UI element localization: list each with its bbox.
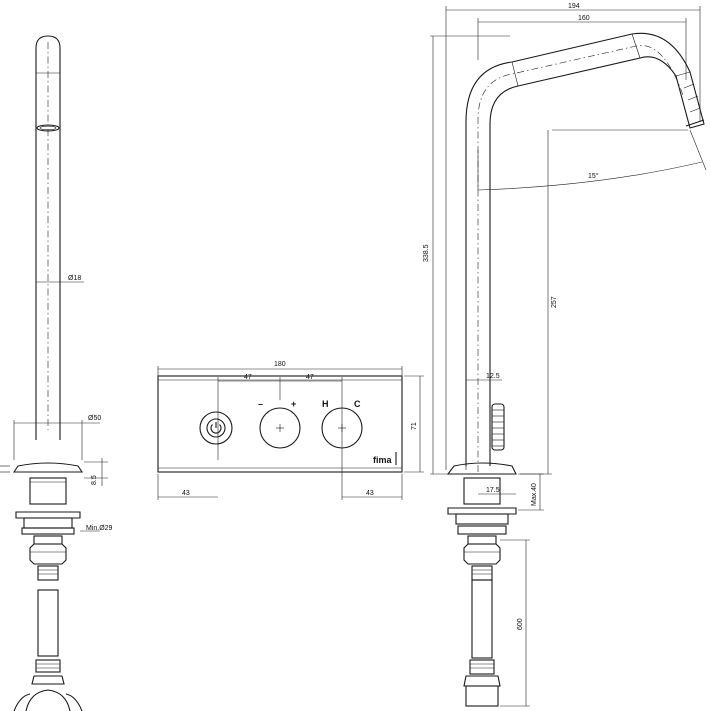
minus-symbol: –	[258, 399, 263, 409]
dim-hose-length: 600	[517, 618, 524, 630]
dim-lever-offset: 12.5	[486, 373, 500, 380]
hot-symbol: H	[322, 399, 329, 409]
dim-panel-width: 180	[274, 361, 286, 368]
base-flange-profile	[446, 462, 517, 475]
power-button[interactable]	[199, 411, 233, 445]
knurled-control	[491, 403, 505, 451]
dim-base-offset: 17.5	[486, 487, 500, 494]
hose-profile	[471, 579, 493, 659]
dim-spacing-left: 47	[244, 374, 252, 381]
dim-total-height: 338.5	[423, 244, 430, 262]
dim-right-offset: 43	[366, 490, 374, 497]
brand-logo: fima	[373, 455, 393, 465]
cold-symbol: C	[354, 399, 361, 409]
spout-profile-view: 194 160 338.5 257 15° 12.5	[423, 3, 707, 707]
dim-overall-reach: 194	[568, 3, 580, 10]
plus-symbol: +	[291, 399, 296, 409]
dim-base-height: 8.5	[91, 475, 98, 485]
dim-angle: 15°	[588, 172, 599, 180]
hose-side	[37, 589, 59, 657]
base-flange-side	[12, 462, 84, 473]
flow-knob[interactable]	[259, 407, 301, 449]
dim-min-hole: Min.Ø29	[86, 525, 113, 532]
shank-side	[29, 477, 67, 505]
dim-max-thickness: Max.40	[531, 483, 538, 506]
dim-base-diameter: Ø50	[88, 415, 101, 422]
control-plate	[157, 375, 403, 473]
front-panel-view: 180 47 47 – + H C fima	[157, 361, 424, 500]
dim-spout-reach: 160	[578, 15, 590, 22]
dim-spout-diameter: Ø18	[68, 275, 81, 282]
dim-left-offset: 43	[182, 490, 190, 497]
spout-tube-side	[35, 35, 61, 440]
side-view: Ø18 Ø50 8.5 Min.Ø29	[0, 35, 113, 711]
dim-outlet-height: 257	[551, 296, 558, 308]
dim-panel-height: 71	[411, 422, 418, 430]
temperature-knob[interactable]	[321, 407, 363, 449]
spout-tube-profile	[465, 32, 705, 466]
dim-spacing-right: 47	[306, 374, 314, 381]
